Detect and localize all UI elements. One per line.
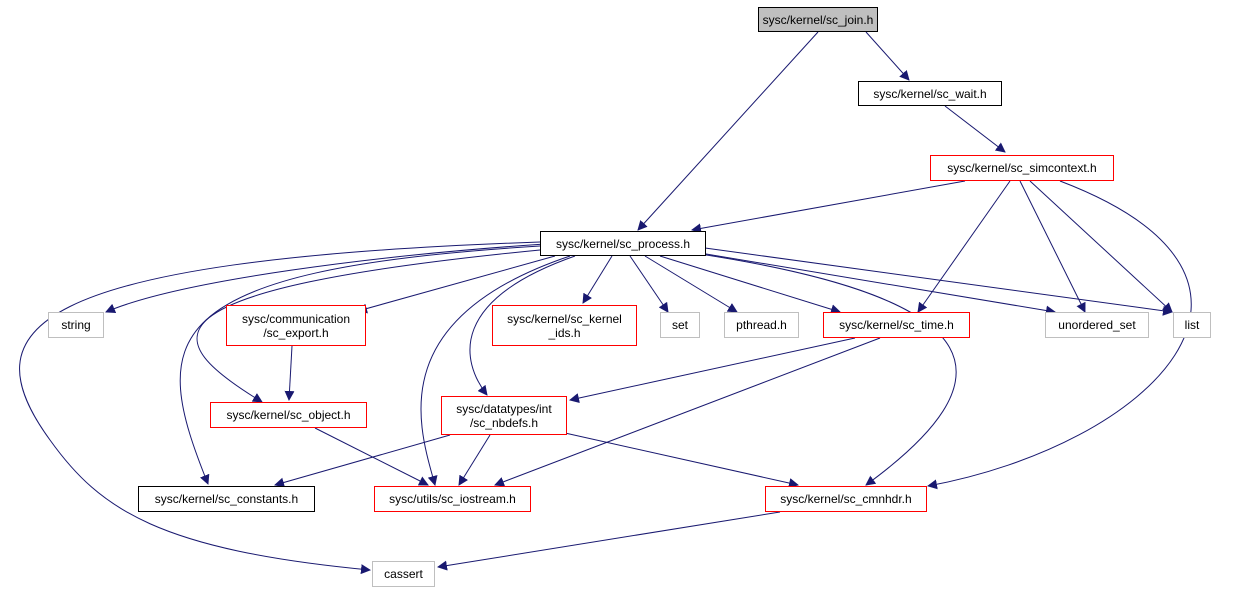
node-sc-kernel-ids[interactable]: sysc/kernel/sc_kernel_ids.h — [492, 305, 637, 346]
edge-process-iostream — [420, 255, 571, 486]
node-cassert[interactable]: cassert — [372, 561, 435, 587]
node-sc-cmnhdr[interactable]: sysc/kernel/sc_cmnhdr.h — [765, 486, 927, 512]
edge-time-nbdefs — [569, 337, 856, 403]
edge-simcontext-time — [917, 180, 1011, 313]
edge-object-iostream — [314, 427, 429, 486]
edge-process-pthread — [644, 255, 738, 313]
edge-process-set — [629, 255, 669, 313]
edge-nbdefs-iostream — [458, 434, 491, 486]
node-sc-time[interactable]: sysc/kernel/sc_time.h — [823, 312, 970, 338]
edge-process-unorderedset — [699, 252, 1056, 316]
edge-wait-simcontext — [944, 105, 1006, 153]
node-sc-object[interactable]: sysc/kernel/sc_object.h — [210, 402, 367, 428]
edge-export-object — [284, 345, 295, 401]
edge-process-export — [357, 255, 556, 314]
edge-process-cmnhdr — [699, 253, 957, 486]
node-sc-nbdefs[interactable]: sysc/datatypes/int/sc_nbdefs.h — [441, 396, 567, 435]
edge-simcontext-unorderedset — [1019, 180, 1086, 313]
node-sc-export[interactable]: sysc/communication/sc_export.h — [226, 305, 366, 346]
node-string[interactable]: string — [48, 312, 104, 338]
edge-simcontext-process — [691, 180, 966, 234]
edge-cmnhdr-cassert — [437, 511, 781, 571]
edge-nbdefs-cmnhdr — [564, 432, 799, 488]
node-pthread[interactable]: pthread.h — [724, 312, 799, 338]
edge-process-list — [704, 247, 1173, 316]
edge-join-process — [637, 31, 819, 231]
edge-process-object — [196, 249, 541, 403]
edge-process-kernelids — [582, 255, 613, 304]
node-unordered-set[interactable]: unordered_set — [1045, 312, 1149, 338]
edge-process-string — [105, 243, 546, 314]
edge-simcontext-list — [1029, 180, 1173, 313]
node-sc-wait[interactable]: sysc/kernel/sc_wait.h — [858, 81, 1002, 106]
edge-process-nbdefs — [469, 255, 576, 396]
node-sc-process[interactable]: sysc/kernel/sc_process.h — [540, 231, 706, 256]
node-sc-join[interactable]: sysc/kernel/sc_join.h — [758, 7, 878, 32]
edge-process-time — [659, 255, 841, 315]
edge-simcontext-cmnhdr — [927, 180, 1192, 490]
node-list[interactable]: list — [1173, 312, 1211, 338]
node-sc-constants[interactable]: sysc/kernel/sc_constants.h — [138, 486, 315, 512]
edge-process-constants — [179, 245, 541, 485]
node-set[interactable]: set — [660, 312, 700, 338]
edge-process-cassert — [19, 241, 541, 575]
edge-join-wait — [865, 31, 910, 81]
node-sc-simcontext[interactable]: sysc/kernel/sc_simcontext.h — [930, 155, 1114, 181]
node-sc-iostream[interactable]: sysc/utils/sc_iostream.h — [374, 486, 531, 512]
edge-time-iostream — [494, 337, 881, 487]
edge-nbdefs-constants — [274, 434, 451, 488]
